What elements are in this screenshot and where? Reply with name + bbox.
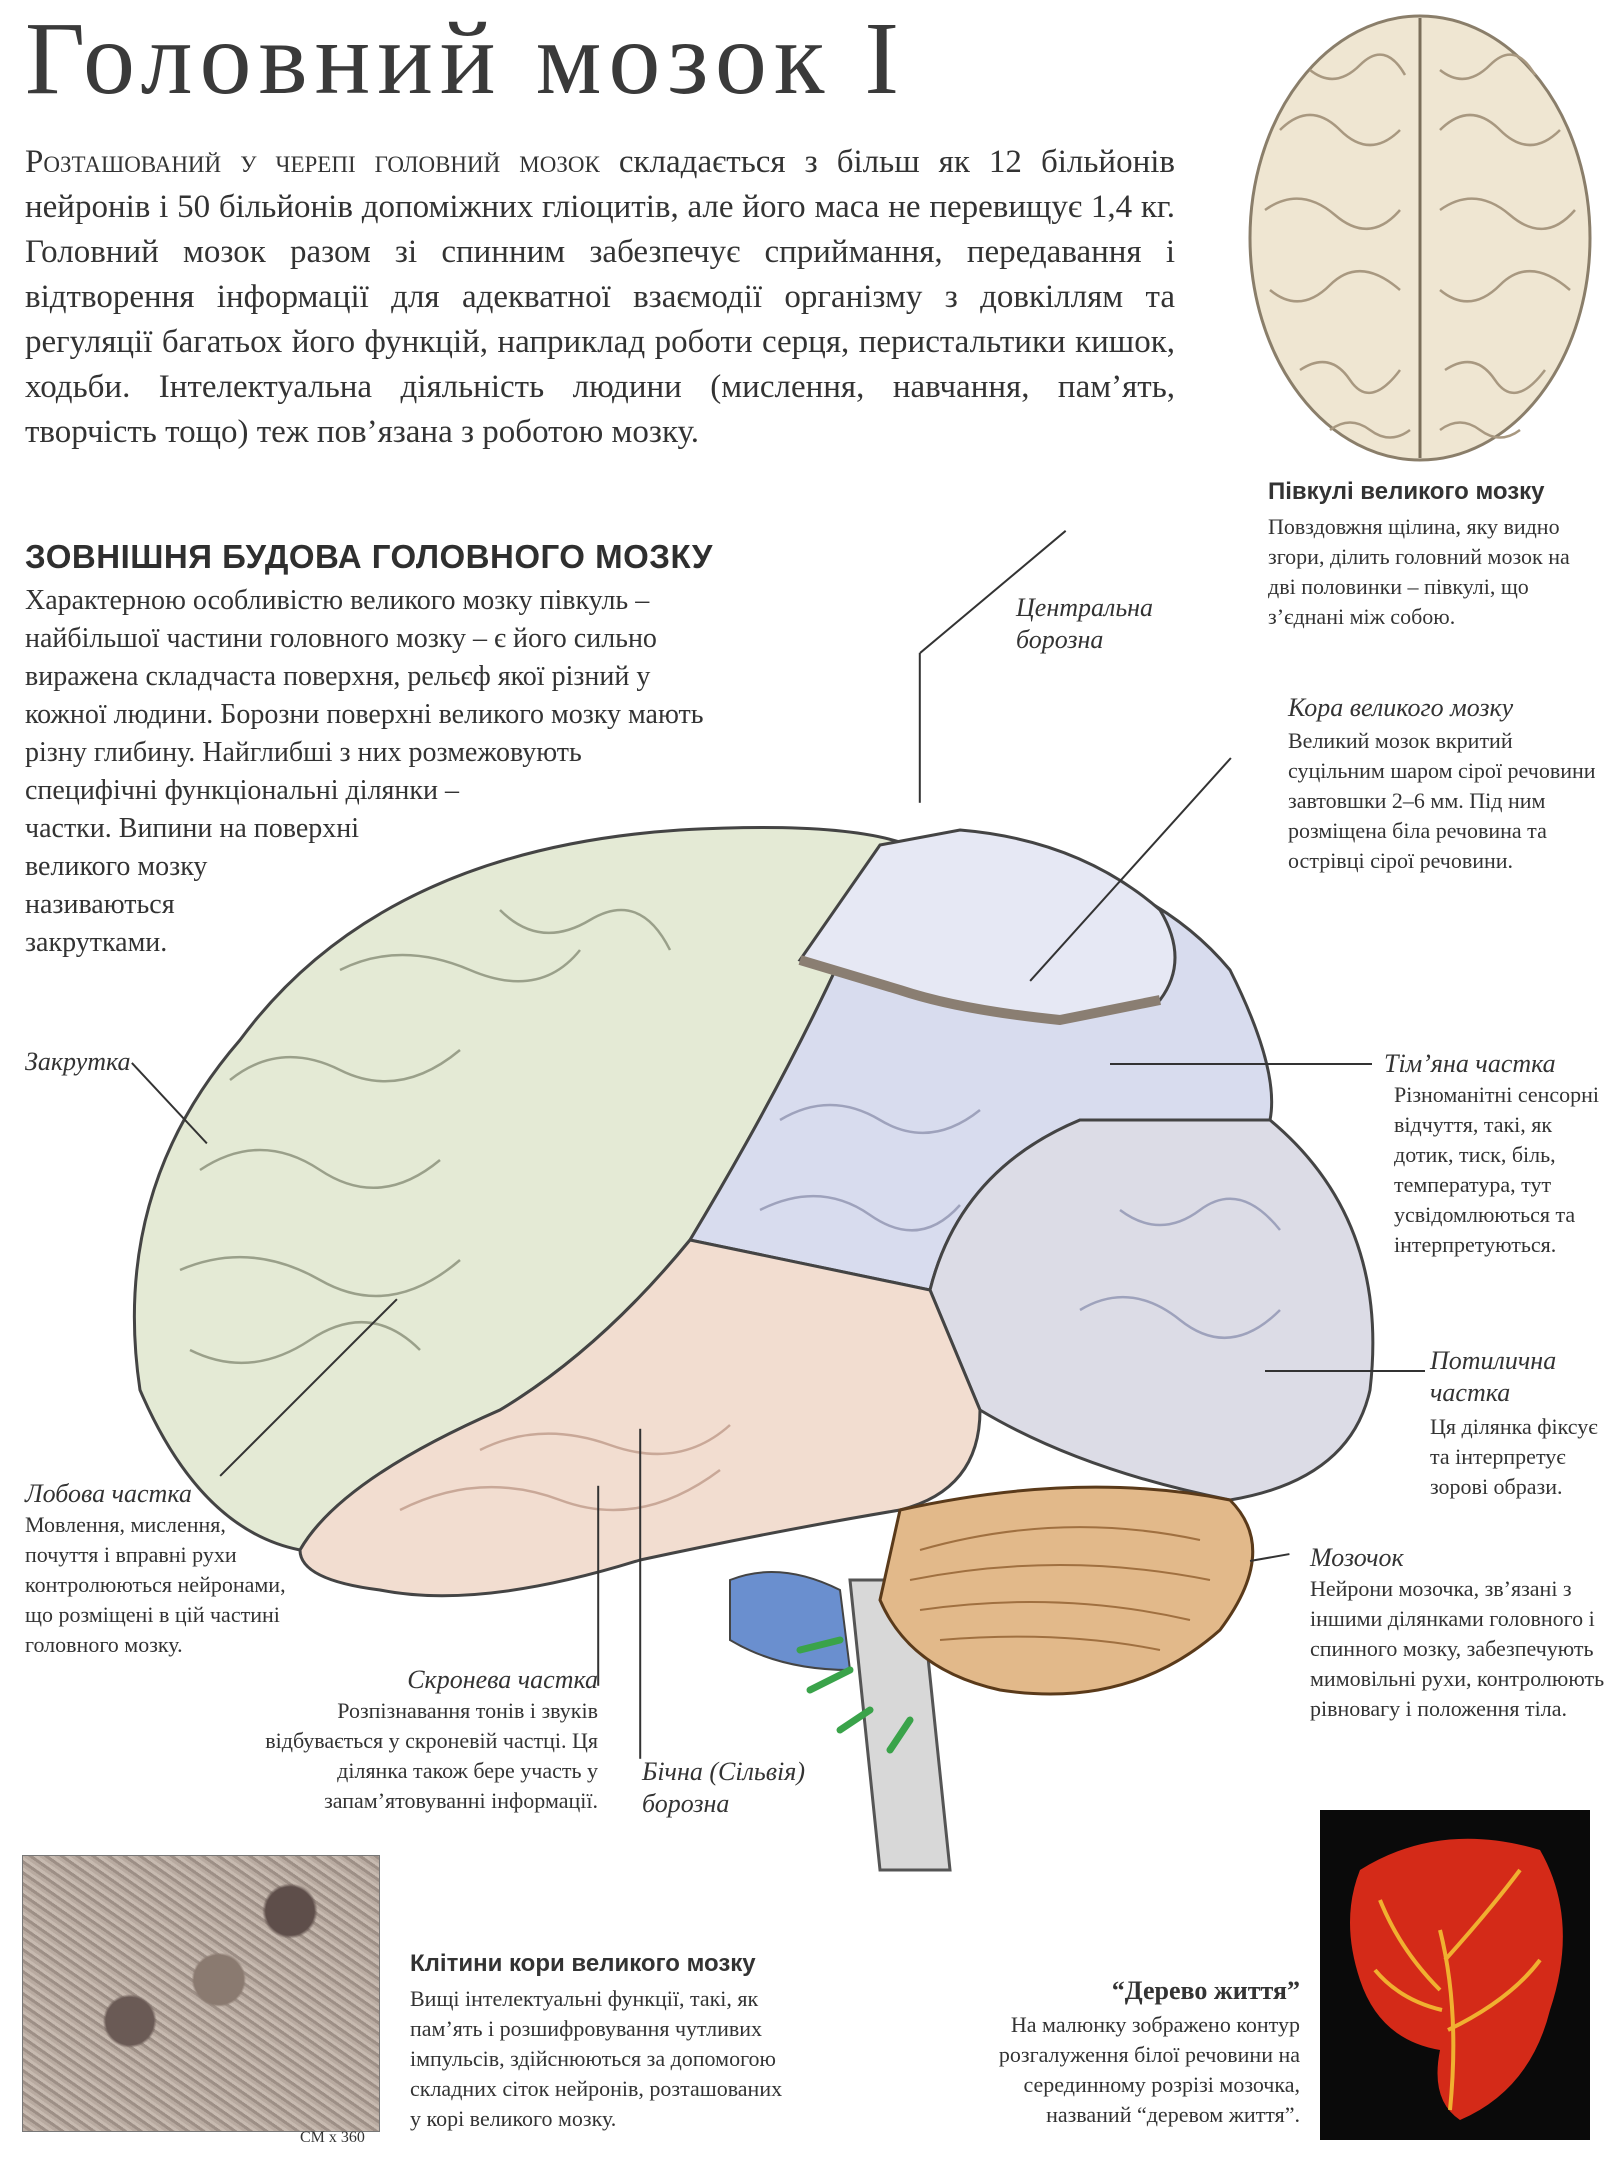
text-line: спинного мозку, забезпечують [1310, 1636, 1594, 1661]
text-line: рівновагу і положення тіла. [1310, 1696, 1567, 1721]
text-line: головного мозку. [25, 1632, 183, 1657]
text-line: відчуття, такі, як [1394, 1112, 1553, 1137]
text-line: контролюються нейронами, [25, 1572, 286, 1597]
text-line: Нейрони мозочка, зв’язані з [1310, 1576, 1572, 1601]
text-line: Потилична [1430, 1346, 1557, 1375]
text-line: частки. Випини на поверхні [25, 813, 360, 844]
text-line: різну глибину. Найглибші з них розмежову… [25, 737, 582, 768]
page-title: Головний мозок I [25, 1, 907, 116]
text-line: запам’ятовуванні інформації. [324, 1788, 598, 1813]
text-line: Різноманітні сенсорні [1394, 1082, 1600, 1107]
text-line: називаються [25, 889, 175, 920]
text-line: На малюнку зображено контур [1010, 2012, 1300, 2037]
text-line: Великий мозок вкритий [1288, 728, 1513, 753]
text-line: Ця ділянка фіксує [1430, 1414, 1598, 1439]
label-temporal-description: Розпізнавання тонів і звуків відбуваєтьс… [178, 1696, 598, 1816]
text-line: іншими ділянками головного і [1310, 1606, 1595, 1631]
magnification-label: СМ х 360 [300, 2129, 365, 2146]
text-line: пам’ять і розшифровування чутливих [410, 2016, 763, 2041]
text-line: усвідомлюються та [1394, 1202, 1576, 1227]
text-line: з’єднані між собою. [1268, 604, 1456, 629]
text-line: Мовлення, мислення, [25, 1512, 226, 1537]
text-line: названий “деревом життя”. [1046, 2102, 1300, 2127]
intro-lead: Розташований у черепі головний мозок [25, 144, 600, 180]
text-line: та інтерпретує [1430, 1444, 1566, 1469]
tree-description: На малюнку зображено контур розгалуження… [900, 2010, 1300, 2130]
cells-caption: Клітини кори великого мозку [410, 1950, 756, 1977]
tree-caption: “Дерево життя” [1111, 1976, 1300, 2005]
intro-text: складається з більш як 12 більйонів нейр… [25, 144, 1176, 450]
text-line: серединному розрізі мозочка, [1023, 2072, 1301, 2097]
text-line: Розпізнавання тонів і звуків [337, 1698, 598, 1723]
label-cortex-title: Кора великого мозку [1288, 693, 1514, 722]
text-line: згори, ділить головний мозок на [1268, 544, 1570, 569]
text-line: складних сіток нейронів, розташованих [410, 2076, 783, 2101]
text-line: розміщена біла речовина та [1288, 818, 1547, 843]
text-line: острівці сірої речовини. [1288, 848, 1514, 873]
label-lateral-sulcus: Бічна (Сільвія) борозна [642, 1756, 805, 1820]
text-line: закрутками. [25, 927, 168, 958]
text-line: великого мозку [25, 851, 208, 882]
section-text: Характерною особливістю великого мозку п… [25, 582, 785, 962]
text-line: інтерпретуються. [1394, 1232, 1557, 1257]
text-line: почуття і вправні рухи [25, 1542, 237, 1567]
section-heading: ЗОВНІШНЯ БУДОВА ГОЛОВНОГО МОЗКУ [25, 538, 713, 575]
leader-line-lateral [639, 1428, 641, 1759]
tree-of-life-photo [1320, 1810, 1590, 2140]
top-brain-description: Повздовжня щілина, яку видно згори, діли… [1268, 512, 1618, 632]
label-frontal-title: Лобова частка [25, 1479, 192, 1508]
text-line: дві половинки – півкулі, що [1268, 574, 1529, 599]
cerebellum [878, 1485, 1255, 1696]
text-line: розгалуження білої речовини на [998, 2042, 1300, 2067]
text-line: мимовільні рухи, контролюють [1310, 1666, 1605, 1691]
label-central-sulcus: Центральна борозна [1016, 592, 1153, 656]
text-line: імпульсів, здійснюються за допомогою [410, 2046, 776, 2071]
text-line: борозна [642, 1789, 730, 1818]
occipital-lobe [928, 1118, 1375, 1502]
text-line: ділянка також бере участь у [337, 1758, 598, 1783]
text-line: Повздовжня щілина, яку видно [1268, 514, 1560, 539]
text-line: суцільним шаром сірої речовини [1288, 758, 1596, 783]
cells-description: Вищі інтелектуальні функції, такі, як па… [410, 1984, 830, 2134]
text-line: Бічна (Сільвія) [642, 1757, 806, 1786]
label-cerebellum-description: Нейрони мозочка, зв’язані з іншими ділян… [1310, 1574, 1624, 1724]
brain-lateral-illustration [132, 826, 1375, 1872]
text-line: відбувається у скроневій частці. Ця [265, 1728, 598, 1753]
text-line: виражена складчаста поверхня, рельєф яко… [25, 661, 651, 692]
label-parietal-title: Тім’яна частка [1384, 1049, 1556, 1078]
top-brain-illustration [1248, 14, 1592, 462]
text-line: найбільшої частини головного мозку – є й… [25, 623, 657, 654]
text-line: зорові образи. [1430, 1474, 1563, 1499]
label-occipital-title: Потилична частка [1430, 1345, 1556, 1409]
top-brain-caption: Півкулі великого мозку [1268, 478, 1545, 505]
label-temporal-title: Скронева частка [407, 1665, 598, 1694]
text-line: що розміщені в цій частині [25, 1602, 280, 1627]
text-line: дотик, тиск, біль, [1394, 1142, 1556, 1167]
tree-of-life-image [1350, 1838, 1563, 2120]
text-line: борозна [1016, 625, 1104, 654]
label-gyrus: Закрутка [25, 1047, 131, 1076]
text-line: Центральна [1016, 593, 1154, 622]
leader-line-parietal [1110, 1063, 1372, 1065]
label-frontal-description: Мовлення, мислення, почуття і вправні ру… [25, 1510, 355, 1660]
label-parietal-description: Різноманітні сенсорні відчуття, такі, як… [1394, 1080, 1622, 1260]
leader-line-temporal [597, 1485, 599, 1686]
text-line: частка [1430, 1378, 1511, 1407]
label-cortex-description: Великий мозок вкритий суцільним шаром сі… [1288, 726, 1624, 876]
text-line: Характерною особливістю великого мозку п… [25, 585, 650, 616]
label-cerebellum-title: Мозочок [1310, 1543, 1404, 1572]
leader-line-occipital [1265, 1370, 1425, 1372]
text-line: завтовшки 2–6 мм. Під ним [1288, 788, 1546, 813]
text-line: температура, тут [1394, 1172, 1552, 1197]
text-line: у корі великого мозку. [410, 2106, 617, 2131]
intro-paragraph: Розташований у черепі головний мозок скл… [25, 140, 1175, 455]
label-occipital-description: Ця ділянка фіксує та інтерпретує зорові … [1430, 1412, 1624, 1502]
cortex-cells-photo [22, 1855, 380, 2132]
text-line: специфічні функціональні ділянки – [25, 775, 459, 806]
text-line: Вищі інтелектуальні функції, такі, як [410, 1986, 759, 2011]
leader-line-central-down [919, 652, 921, 803]
pons [729, 1571, 852, 1672]
text-line: кожної людини. Борозни поверхні великого… [25, 699, 704, 730]
